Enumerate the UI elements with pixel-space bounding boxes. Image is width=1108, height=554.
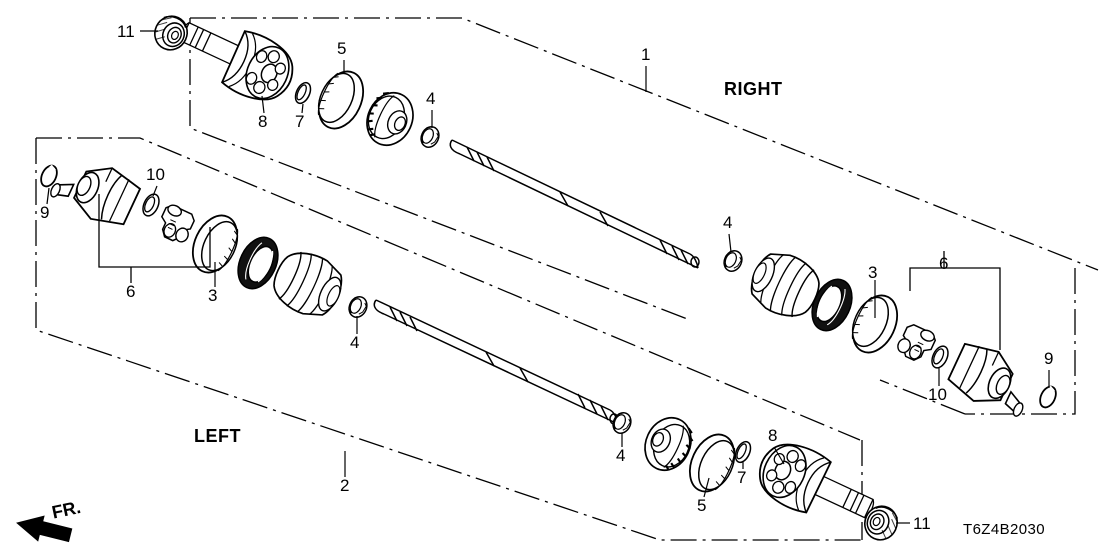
callout-7-right[interactable]: 7: [295, 112, 305, 131]
right-spindle-nut-11: [148, 10, 194, 56]
bracket-6-left: [98, 194, 211, 283]
callout-4-c[interactable]: 4: [723, 213, 733, 232]
left-band-4a: [345, 293, 371, 321]
right-band-4b: [720, 247, 746, 275]
callout-9-left[interactable]: 9: [40, 203, 50, 222]
right-assembly-boundary: [189, 17, 1099, 321]
callout-10-right[interactable]: 10: [928, 385, 947, 404]
callout-8-right[interactable]: 8: [258, 112, 268, 131]
left-outboard-joint-8: [748, 432, 875, 519]
right-snapring-9: [1039, 385, 1057, 409]
callout-6-right[interactable]: 6: [939, 254, 949, 273]
left-shaft: [373, 299, 619, 425]
callout-11-right[interactable]: 11: [117, 22, 135, 41]
right-shaft: [449, 139, 700, 269]
callout-6-left[interactable]: 6: [126, 282, 136, 301]
right-spider-6: [894, 320, 939, 366]
left-spider-6: [153, 201, 199, 247]
side-label-left: LEFT: [194, 426, 241, 446]
callout-5-right[interactable]: 5: [337, 39, 347, 58]
callout-3-right[interactable]: 3: [868, 263, 878, 282]
right-circlip-10: [931, 345, 949, 369]
callout-1[interactable]: 1: [641, 45, 651, 64]
leader-lines: [46, 30, 1050, 524]
callout-5-left[interactable]: 5: [697, 496, 707, 515]
right-outboard-boot-5: [308, 63, 373, 137]
right-circlip-7: [294, 81, 312, 105]
left-assembly-boundary: [35, 137, 862, 541]
right-band-4a: [417, 123, 443, 151]
side-label-right: RIGHT: [724, 79, 783, 99]
callout-2[interactable]: 2: [340, 476, 350, 495]
callout-4-b[interactable]: 4: [350, 333, 360, 352]
right-outboard-joint: [179, 21, 304, 112]
right-tripod-housing-6: [943, 336, 1024, 417]
right-abs-ring: [357, 84, 423, 154]
callout-11-left[interactable]: 11: [913, 514, 931, 533]
callout-9-right[interactable]: 9: [1044, 349, 1054, 368]
callout-3-left[interactable]: 3: [208, 286, 218, 305]
callout-10-left[interactable]: 10: [146, 165, 165, 184]
right-inner-boundary: [965, 268, 1076, 415]
left-snapring-9: [40, 164, 58, 188]
callout-8-left[interactable]: 8: [768, 426, 778, 445]
left-tripod-housing-6: [50, 157, 144, 234]
bracket-6-right: [909, 251, 1001, 350]
left-circlip-10: [142, 193, 160, 217]
callout-4-d[interactable]: 4: [616, 446, 626, 465]
front-direction-arrow-icon: [16, 515, 73, 543]
callout-7-left[interactable]: 7: [737, 468, 747, 487]
diagram-code: T6Z4B2030: [963, 521, 1045, 538]
callout-4-a[interactable]: 4: [426, 89, 436, 108]
left-circlip-7: [734, 440, 752, 464]
